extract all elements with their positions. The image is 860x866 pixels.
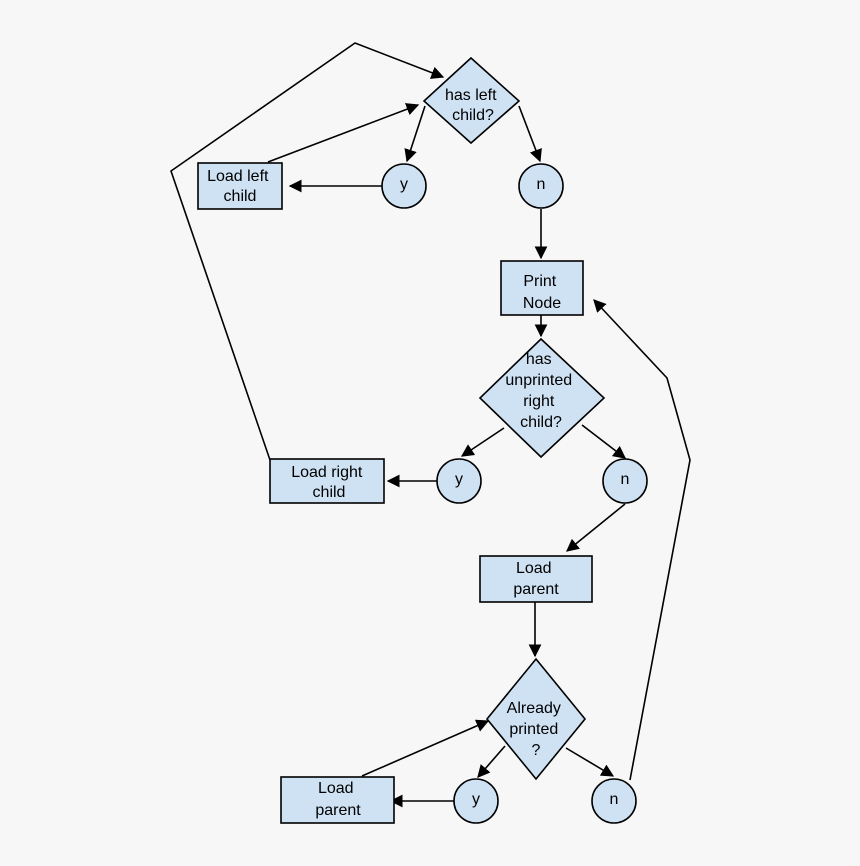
edge-has-right-to-y [460, 427, 505, 457]
n-printed-node: n [591, 778, 637, 824]
has-unprinted-right-child-decision: has unprinted right child? [478, 337, 606, 459]
edge-has-right-to-n [581, 424, 627, 459]
load-left-child-label: Load left child [207, 168, 273, 205]
edge-n-to-load-parent [566, 503, 626, 552]
already-printed-label: Already printed ? [507, 700, 566, 759]
edge-printed-loop-to-print [593, 299, 691, 781]
y-right-label: y [455, 471, 463, 488]
load-parent-box-2: Load parent [280, 776, 395, 824]
n-left-label: n [537, 176, 546, 193]
y-printed-label: y [472, 791, 480, 808]
y-left-node: y [381, 163, 427, 209]
n-right-label: n [621, 471, 630, 488]
edge-load-parent-loop [361, 719, 490, 777]
has-left-child-label: has left child? [445, 87, 501, 124]
edge-already-to-y [477, 745, 506, 778]
print-node-label: Print Node [523, 273, 561, 312]
edge-right-child-loop [170, 42, 445, 461]
load-parent-box-1: Load parent [479, 555, 593, 603]
edge-left-child-loop [267, 103, 420, 163]
edge-has-left-to-n [518, 105, 542, 163]
print-node-box: Print Node [500, 260, 584, 316]
load-right-child-box: Load right child [269, 458, 385, 504]
y-right-node: y [436, 458, 482, 504]
n-left-node: n [518, 163, 564, 209]
already-printed-decision: Already printed ? [485, 657, 587, 781]
load-parent-1-label: Load parent [513, 560, 559, 598]
load-right-child-label: Load right child [291, 464, 367, 501]
load-left-child-box: Load left child [197, 162, 283, 210]
n-printed-label: n [610, 791, 619, 808]
has-left-child-decision: has left child? [422, 56, 521, 145]
y-left-label: y [400, 176, 408, 193]
y-printed-node: y [453, 778, 499, 824]
has-unprinted-right-child-label: has unprinted right child? [505, 351, 576, 431]
edge-already-to-n [565, 747, 615, 777]
edges [170, 42, 691, 808]
load-parent-2-label: Load parent [315, 780, 361, 819]
edge-has-left-to-y [404, 105, 426, 163]
n-right-node: n [602, 458, 648, 504]
